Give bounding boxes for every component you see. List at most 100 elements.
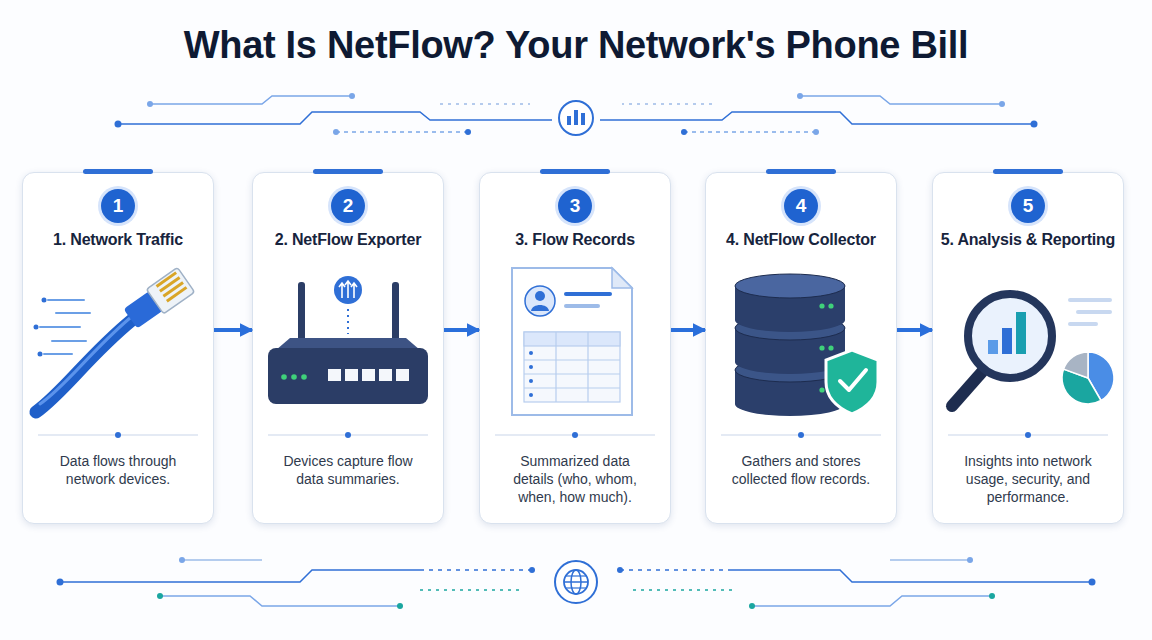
step-number: 5 <box>1023 195 1034 217</box>
text-line <box>1068 298 1112 302</box>
db-led <box>819 345 824 350</box>
step-number: 2 <box>343 195 354 217</box>
step-card: 5. Analysis & ReportingInsights into net… <box>932 172 1124 524</box>
step-number-circle: 1 <box>101 189 135 223</box>
globe-icon <box>564 570 588 594</box>
step-heading: 1. Network Traffic <box>25 231 211 249</box>
circuit-line <box>160 596 400 606</box>
speed-line <box>40 326 80 328</box>
circuit-dot <box>529 567 535 573</box>
table-bullet <box>529 365 533 369</box>
circuit-lines <box>115 93 553 135</box>
step-card: 4. NetFlow CollectorGathers and stores c… <box>705 172 897 524</box>
circuit-lines <box>617 557 1096 609</box>
divider <box>268 434 428 435</box>
text-line <box>1068 322 1098 326</box>
circuit-dot <box>465 129 471 135</box>
person-icon <box>525 286 555 316</box>
divider <box>495 434 655 435</box>
step-card: 3. Flow RecordsSummarized data details (… <box>479 172 671 524</box>
led <box>281 374 287 380</box>
divider-dot <box>345 432 351 438</box>
plug-pin <box>163 281 184 297</box>
step-card: 1. Network TrafficData flows through net… <box>22 172 214 524</box>
port <box>379 369 392 381</box>
plug-head <box>146 267 194 313</box>
dotted-link <box>347 309 349 334</box>
antenna <box>298 282 305 344</box>
circuit-line <box>420 569 532 571</box>
divider <box>721 434 881 435</box>
db-disk <box>735 286 845 332</box>
step-number-circle: 2 <box>331 189 365 223</box>
card-tab <box>993 169 1063 174</box>
divider-dot <box>798 432 804 438</box>
divider-dot <box>572 432 578 438</box>
circuit-line <box>440 103 530 105</box>
port <box>345 369 358 381</box>
port <box>362 369 375 381</box>
circuit-line <box>336 131 468 133</box>
circuit-line <box>182 559 262 561</box>
step-number: 1 <box>113 195 124 217</box>
circuit-lines <box>600 93 1038 135</box>
chart-bar <box>1002 328 1012 354</box>
step-number-circle: 3 <box>558 189 592 223</box>
card-tab <box>83 169 153 174</box>
led <box>291 374 297 380</box>
text-line <box>564 304 600 308</box>
circuit-line <box>118 112 552 124</box>
db-disk-top <box>735 274 845 298</box>
magnifier-lens <box>968 294 1052 378</box>
upload-arrows <box>339 281 357 298</box>
plug-pin <box>156 271 177 287</box>
chart-icon-ring <box>559 101 593 135</box>
circuit-dot <box>57 579 64 586</box>
upload-icon <box>334 276 362 304</box>
chart-bar <box>1016 312 1026 354</box>
db-led <box>828 345 833 350</box>
circuit-line <box>420 589 520 591</box>
rj45-plug <box>122 267 195 331</box>
person-head <box>535 291 545 301</box>
speed-dot <box>34 325 39 330</box>
globe-icon <box>566 587 586 588</box>
document-fold <box>612 268 632 288</box>
speed-dot <box>42 298 47 303</box>
db-disk-top <box>735 316 845 340</box>
magnifier-handle <box>952 372 982 406</box>
circuit-dot <box>147 101 153 107</box>
speed-dot <box>38 352 43 357</box>
person-body <box>531 305 549 311</box>
chart-icon-bar <box>581 113 585 125</box>
circuit-dot <box>333 129 339 135</box>
globe-icon <box>564 581 588 583</box>
port <box>396 369 409 381</box>
speed-line <box>56 312 90 314</box>
page-title: What Is NetFlow? Your Network's Phone Bi… <box>0 24 1152 67</box>
db-led <box>819 303 824 308</box>
speed-line <box>44 353 72 355</box>
step-heading: 3. Flow Records <box>482 231 668 249</box>
db-disk <box>735 328 845 374</box>
circuit-dot <box>115 121 122 128</box>
step-description: Devices capture flow data summaries. <box>271 452 425 488</box>
text-line <box>564 292 612 296</box>
step-heading: 4. NetFlow Collector <box>708 231 894 249</box>
antenna <box>392 282 399 344</box>
step-number: 4 <box>796 195 807 217</box>
speed-lines <box>34 298 91 357</box>
step-number-circle: 4 <box>784 189 818 223</box>
chart-bar <box>988 340 998 354</box>
plug-boot <box>123 291 163 329</box>
check-mark <box>840 370 866 390</box>
chart-icon-bar <box>567 116 571 125</box>
divider <box>38 434 198 435</box>
table-grid <box>524 332 620 402</box>
speed-line <box>48 299 84 301</box>
circuit-dot <box>179 557 185 563</box>
cable <box>36 320 132 412</box>
circuit-dot <box>397 603 403 609</box>
led <box>301 374 307 380</box>
flow-arrow <box>671 328 705 332</box>
